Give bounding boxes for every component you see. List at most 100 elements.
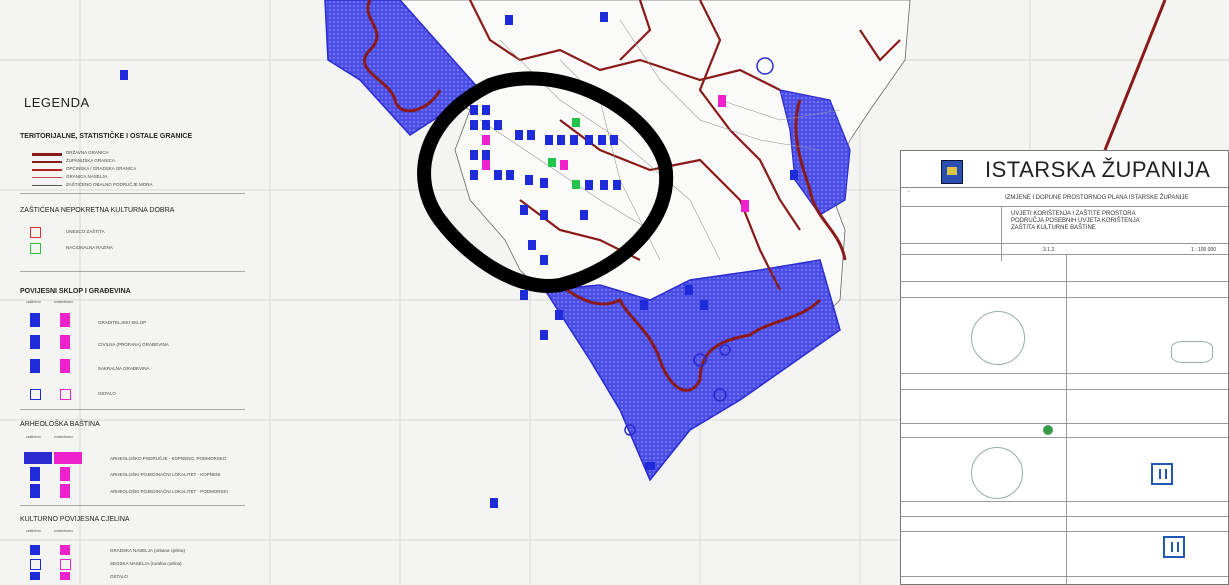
ensemble-protected-icon <box>30 313 40 327</box>
tb-caption: — <box>907 189 911 193</box>
institute-logo-icon <box>1151 463 1173 485</box>
tb-rule <box>901 437 1228 438</box>
sacral-item-3: SAKRALNA GRAĐEVINA <box>98 366 150 371</box>
official-stamp-2 <box>971 447 1023 499</box>
boundaries-heading: TERITORIJALNE, STATISTIČKE I OSTALE GRAN… <box>20 133 193 140</box>
urban-registered-icon <box>60 545 70 555</box>
archaeology-item-1: ARHEOLOŠKO PODRUČJE - KOPNENO, PODMORSKO <box>110 456 227 461</box>
registered-symbols <box>482 95 749 212</box>
boundaries-item-3: OPĆINSKA / GRADSKA GRANICA <box>66 166 137 171</box>
sheet-line-1: UVJETI KORIŠTENJA I ZAŠTITE PROSTORA <box>1011 211 1136 217</box>
archaeology-item-2: ARHEOLOŠKI POJEDINAČNI LOKALITET - KOPNE… <box>110 472 221 477</box>
heritage-item-1: GRADSKA NASELJA (urbana cjelina) <box>110 548 186 553</box>
protected-sea-zone-south <box>543 259 841 482</box>
col-registered-label: evidentirano <box>54 300 74 304</box>
tb-col-rule <box>1066 254 1067 584</box>
sacral-heading: POVIJESNI SKLOP I GRAĐEVINA <box>20 288 131 295</box>
unesco-marks <box>548 118 580 189</box>
tb-rule <box>901 501 1228 502</box>
archaeology-item-3: ARHEOLOŠKI POJEDINAČNI LOKALITET - PODMO… <box>110 489 228 494</box>
legend-title: LEGENDA <box>24 95 90 110</box>
archaeo-land-protected-icon <box>30 467 40 481</box>
other-protected-icon <box>30 389 41 400</box>
state-border-swatch <box>32 153 62 156</box>
col-protected-label: zaštićeno <box>26 300 41 304</box>
urban-protected-icon <box>30 545 40 555</box>
sacral-item-4: OSTALO <box>98 391 116 396</box>
county-border-swatch <box>32 161 62 163</box>
municipal-border-swatch <box>32 169 62 171</box>
title-block-header: ISTARSKA ŽUPANIJA <box>901 151 1228 188</box>
heritage-heading: KULTURNO POVIJESNA CJELINA <box>20 516 130 523</box>
protected-sea-zone-north <box>324 0 482 136</box>
tb-rule <box>901 281 1228 282</box>
tb-rule <box>901 254 1228 255</box>
settlement-border-swatch <box>32 177 62 178</box>
heritage-symbols <box>120 12 798 508</box>
sacral-protected-icon <box>30 359 40 373</box>
tb-rule <box>901 206 1228 207</box>
archaeo-sea-protected-icon <box>30 484 40 498</box>
sacral-item-2: CIVILNA (PROFANA) GRAĐEVINA <box>98 342 169 347</box>
tb-col-rule <box>1001 206 1002 261</box>
coastline <box>362 0 847 392</box>
heritage-item-2: SEOSKA NASELJA (ruralna cjelina) <box>110 561 182 566</box>
sheet-number: 3.1.2. <box>1043 247 1056 253</box>
archaeo-sea-registered-icon <box>60 484 70 498</box>
unesco-swatch <box>30 227 41 238</box>
tb-rule <box>901 373 1228 374</box>
boundary-line <box>1103 0 1167 151</box>
civil-protected-icon <box>30 335 40 349</box>
heritage-item-3: OSTALO <box>110 574 128 579</box>
national-swatch <box>30 243 41 254</box>
legend-divider <box>20 409 245 410</box>
tb-rule <box>901 576 1228 577</box>
signature-mark <box>1171 341 1213 363</box>
col-registered-label: evidentirano <box>54 529 74 533</box>
protected-item-2: NACIONALNA RAZINA <box>66 245 113 250</box>
protected-item-1: UNESCO ZAŠTITA <box>66 229 105 234</box>
other-heritage-registered-icon <box>60 572 70 580</box>
tb-rule <box>901 531 1228 532</box>
coastal-zone-swatch <box>32 185 62 186</box>
ensemble-registered-icon <box>60 313 70 327</box>
other-registered-icon <box>60 389 71 400</box>
col-protected-label: zaštićeno <box>26 435 41 439</box>
archaeo-area-registered-swatch <box>54 452 82 464</box>
tb-rule <box>901 297 1228 298</box>
legend-divider <box>20 271 245 272</box>
sea-site-circles <box>624 57 774 436</box>
archaeo-land-registered-icon <box>60 467 70 481</box>
other-heritage-protected-icon <box>30 572 40 580</box>
highlight-ring <box>417 71 674 293</box>
tb-rule <box>901 423 1228 424</box>
rural-registered-icon <box>60 559 71 570</box>
boundaries-item-2: ŽUPANIJSKA GRANICA <box>66 158 115 163</box>
institute-logo-icon-2 <box>1163 536 1185 558</box>
sacral-item-1: GRADITELJSKI SKLOP <box>98 320 147 325</box>
sheet-line-3: ZAŠTITA KULTURNE BAŠTINE <box>1011 225 1096 231</box>
tb-rule <box>901 516 1228 517</box>
boundaries-item-5: ZAŠTIĆENO OBALNO PODRUČJE MORA <box>66 182 153 187</box>
plan-name: IZMJENE I DOPUNE PROSTORNOG PLANA ISTARS… <box>1005 195 1189 201</box>
boundaries-item-4: GRANICA NASELJA <box>66 174 108 179</box>
col-registered-label: evidentirano <box>54 435 74 439</box>
civil-registered-icon <box>60 335 70 349</box>
col-protected-label: zaštićeno <box>26 529 41 533</box>
county-coat-of-arms-icon <box>941 160 963 184</box>
sheet-line-2: PODRUČJA POSEBNIH UVJETA KORIŠTENJA <box>1011 218 1140 224</box>
county-title: ISTARSKA ŽUPANIJA <box>985 157 1211 182</box>
legend-divider <box>20 505 245 506</box>
sacral-registered-icon <box>60 359 70 373</box>
official-stamp <box>971 311 1025 365</box>
archaeo-area-protected-swatch <box>24 452 52 464</box>
approval-check-icon <box>1043 425 1053 435</box>
boundaries-item-1: DRŽAVNA GRANICA <box>66 150 109 155</box>
tb-rule <box>901 389 1228 390</box>
rural-protected-icon <box>30 559 41 570</box>
tb-rule <box>901 243 1228 244</box>
legend-divider <box>20 193 245 194</box>
map-scale: 1 : 100 000 <box>1191 247 1217 253</box>
protected-heading: ZAŠTIĆENA NEPOKRETNA KULTURNA DOBRA <box>20 207 175 214</box>
